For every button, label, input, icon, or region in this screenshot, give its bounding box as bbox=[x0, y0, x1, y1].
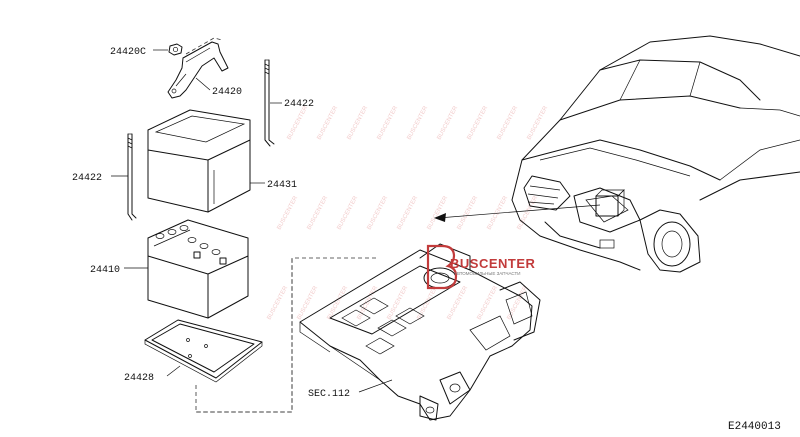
diagonal-watermark-text: BUSCENTER bbox=[476, 285, 499, 321]
diagonal-watermark-text: BUSCENTER bbox=[406, 105, 429, 141]
label-24431: 24431 bbox=[267, 180, 297, 191]
location-arrow bbox=[434, 204, 601, 222]
diagonal-watermark-text: BUSCENTER bbox=[426, 195, 449, 231]
diagram-reference-code: E2440013 bbox=[728, 421, 781, 433]
buscenter-logo bbox=[426, 244, 458, 290]
diagonal-watermark-pattern: BUSCENTER BUSCENTER BUSCENTER BUSCENTER BUSC… bbox=[266, 105, 549, 321]
diagonal-watermark-text: BUSCENTER bbox=[436, 105, 459, 141]
diagonal-watermark-text: BUSCENTER bbox=[266, 285, 289, 321]
diagonal-watermark-text: BUSCENTER bbox=[416, 285, 439, 321]
diagonal-watermark-text: BUSCENTER bbox=[346, 105, 369, 141]
dashed-reference-frame bbox=[195, 257, 376, 413]
diagonal-watermark-text: BUSCENTER bbox=[396, 195, 419, 231]
diagonal-watermark-text: BUSCENTER bbox=[366, 195, 389, 231]
watermark-tagline: АВТОМОБИЛЬНЫЕ ЗАПЧАСТИ bbox=[454, 271, 520, 276]
diagonal-watermark-text: BUSCENTER bbox=[336, 195, 359, 231]
diagonal-watermark-text: BUSCENTER bbox=[526, 105, 549, 141]
watermark-brand: BUSCENTER bbox=[450, 256, 536, 271]
diagonal-watermark-text: BUSCENTER bbox=[276, 195, 299, 231]
diagonal-watermark-text: BUSCENTER bbox=[356, 285, 379, 321]
diagonal-watermark-text: BUSCENTER bbox=[386, 285, 409, 321]
mount-bracket-sec112 bbox=[299, 243, 541, 421]
diagonal-watermark-text: BUSCENTER bbox=[496, 105, 519, 141]
label-sec112: SEC.112 bbox=[308, 389, 350, 400]
j-bolt-24422-top bbox=[264, 59, 275, 147]
diagonal-watermark-text: BUSCENTER bbox=[466, 105, 489, 141]
diagonal-watermark-text: BUSCENTER bbox=[376, 105, 399, 141]
bracket-24420 bbox=[167, 37, 229, 99]
label-24410: 24410 bbox=[90, 265, 120, 276]
battery-tray-24428 bbox=[144, 319, 263, 383]
label-24422-top: 24422 bbox=[284, 99, 314, 110]
label-24422-left: 24422 bbox=[72, 173, 102, 184]
diagonal-watermark-text: BUSCENTER bbox=[286, 105, 309, 141]
diagonal-watermark-text: BUSCENTER bbox=[316, 105, 339, 141]
vehicle-front-view bbox=[511, 35, 800, 273]
j-bolt-24422-left bbox=[127, 133, 137, 221]
battery-cover-24431 bbox=[147, 109, 251, 213]
diagonal-watermark-text: BUSCENTER bbox=[296, 285, 319, 321]
label-24420c: 24420C bbox=[110, 47, 146, 58]
diagonal-watermark-text: BUSCENTER bbox=[456, 195, 479, 231]
battery-24410 bbox=[147, 219, 249, 319]
label-24428: 24428 bbox=[124, 373, 154, 384]
label-24420: 24420 bbox=[212, 87, 242, 98]
leader-lines bbox=[111, 49, 393, 393]
diagonal-watermark-text: BUSCENTER bbox=[306, 195, 329, 231]
nut-24420c bbox=[168, 43, 183, 56]
diagonal-watermark-text: BUSCENTER bbox=[446, 285, 469, 321]
